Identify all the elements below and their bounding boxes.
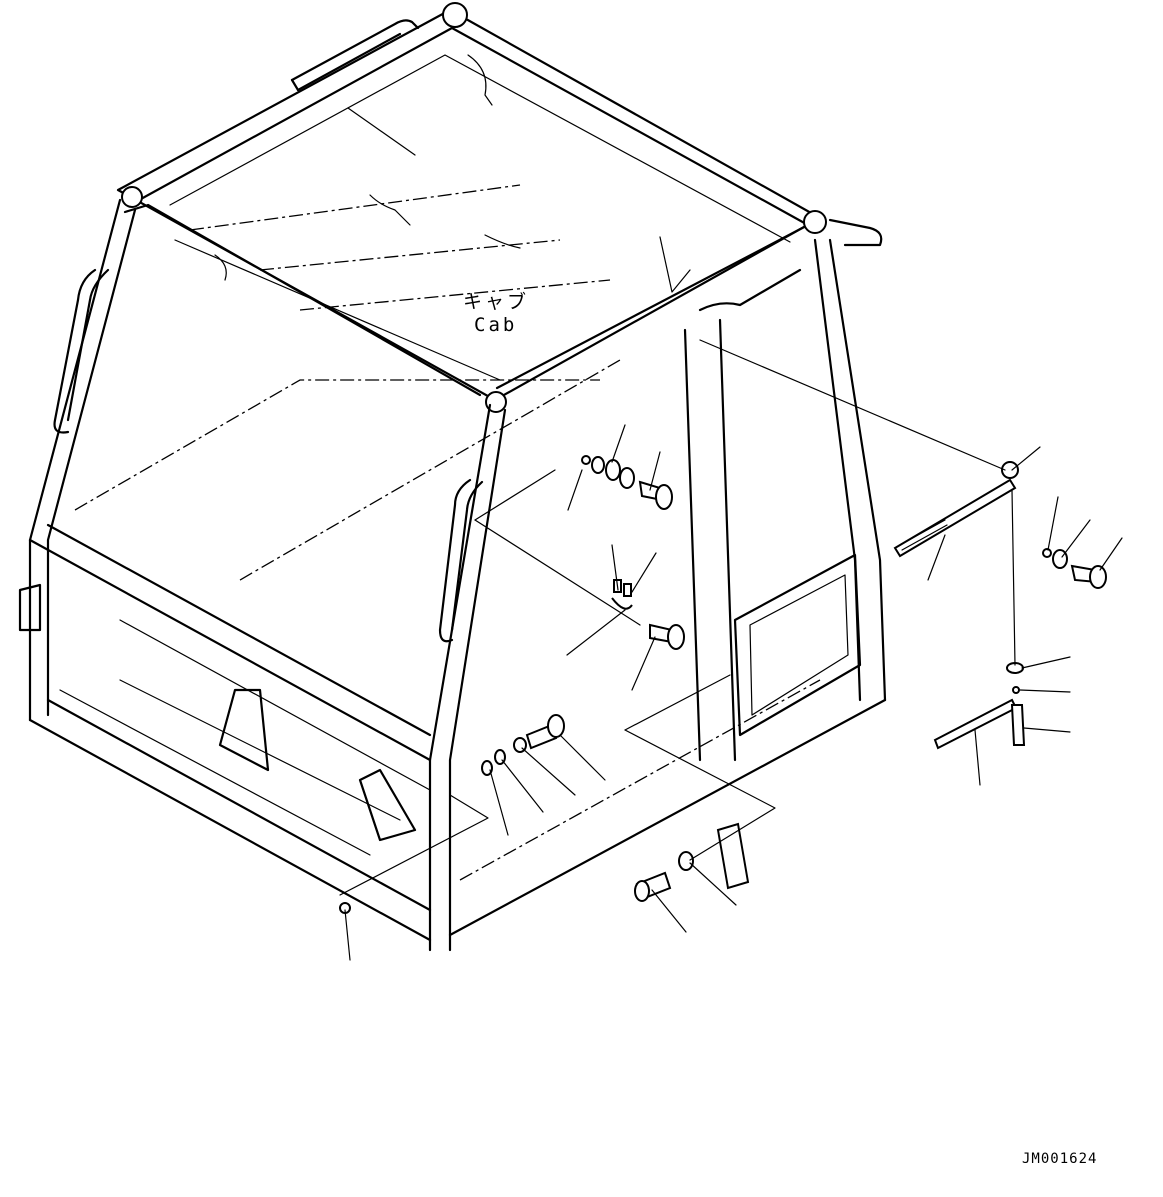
gas-strut-upper [893, 461, 1107, 589]
cab-pillars [18, 198, 887, 952]
cab-label-english: Cab [474, 314, 518, 336]
leader-lines [339, 107, 1123, 961]
roof-frame [116, 2, 883, 413]
cab-label-japanese: キャブ [463, 291, 530, 313]
bolt-center [611, 579, 685, 650]
hinge-and-bolt [339, 822, 750, 914]
bolt-lower [481, 714, 565, 776]
washer-group-upper [581, 455, 673, 510]
drawing-code: JM001624 [1022, 1151, 1098, 1167]
gas-strut-lower [933, 662, 1026, 750]
